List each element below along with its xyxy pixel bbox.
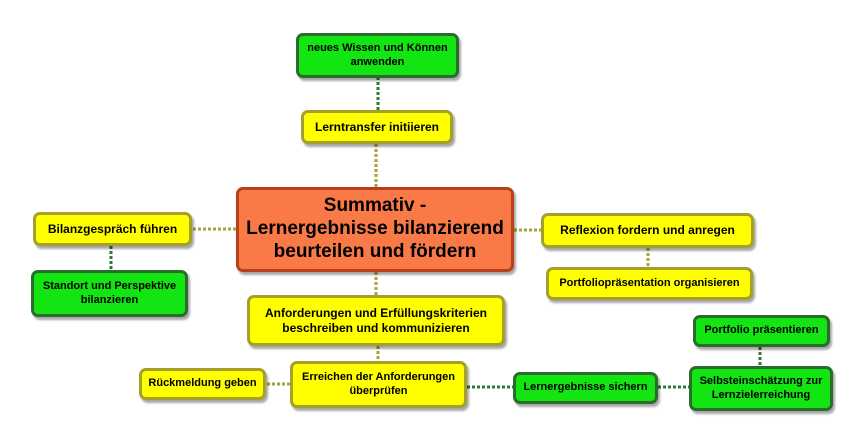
central-topic[interactable]: Summativ - Lernergebnisse bilanzierend b… [236,187,514,272]
node-text-line: Lernzielerreichung [711,388,811,401]
node-text-line: neues Wissen und Können [307,41,448,54]
central-text-line: Summativ - [323,195,427,217]
node-rueckmeldung-geben[interactable]: Rückmeldung geben [139,368,266,400]
node-text-line: Standort und Perspektive [42,279,177,292]
node-reflexion-fordern[interactable]: Reflexion fordern und anregen [541,213,754,248]
node-erreichen-ueberpruefen[interactable]: Erreichen der Anforderungen überprüfen [290,361,467,408]
node-lernergebnisse-sichern[interactable]: Lernergebnisse sichern [513,372,658,404]
central-text-line: Lernergebnisse bilanzierend [246,218,504,240]
node-portfoliopraesentation-organisieren[interactable]: Portfoliopräsentation organisieren [546,267,753,300]
node-text: Portfoliopräsentation organisieren [559,276,740,289]
node-text: Rückmeldung geben [148,377,257,390]
node-text: Lernergebnisse sichern [523,381,648,394]
connector-lines [109,78,762,389]
central-text-line: beurteilen und fördern [273,240,477,262]
node-text-line: bilanzieren [80,293,139,306]
node-text: Reflexion fordern und anregen [560,223,735,237]
node-portfolio-praesentieren[interactable]: Portfolio präsentieren [693,315,830,347]
node-text-line: Selbsteinschätzung zur [699,374,823,387]
node-neues-wissen-anwenden[interactable]: neues Wissen und Können anwenden [296,33,459,78]
node-text-line: Anforderungen und Erfüllungskriterien [264,305,487,320]
node-text-line: anwenden [350,55,405,68]
node-anforderungen-kriterien[interactable]: Anforderungen und Erfüllungskriterien be… [247,295,505,346]
node-bilanzgespraech-fuehren[interactable]: Bilanzgespräch führen [33,212,192,246]
node-text-line: beschreiben und kommunizieren [282,320,470,335]
node-text: Bilanzgespräch führen [47,221,178,236]
node-text: Portfolio präsentieren [704,324,819,337]
node-selbsteinschaetzung[interactable]: Selbsteinschätzung zur Lernzielerreichun… [689,366,833,411]
node-text: Lerntransfer initiieren [314,119,440,134]
node-text-line: überprüfen [349,384,408,397]
node-lerntransfer-initiieren[interactable]: Lerntransfer initiieren [301,110,453,144]
node-standort-perspektive[interactable]: Standort und Perspektive bilanzieren [31,270,188,317]
node-text-line: Erreichen der Anforderungen [301,370,455,383]
